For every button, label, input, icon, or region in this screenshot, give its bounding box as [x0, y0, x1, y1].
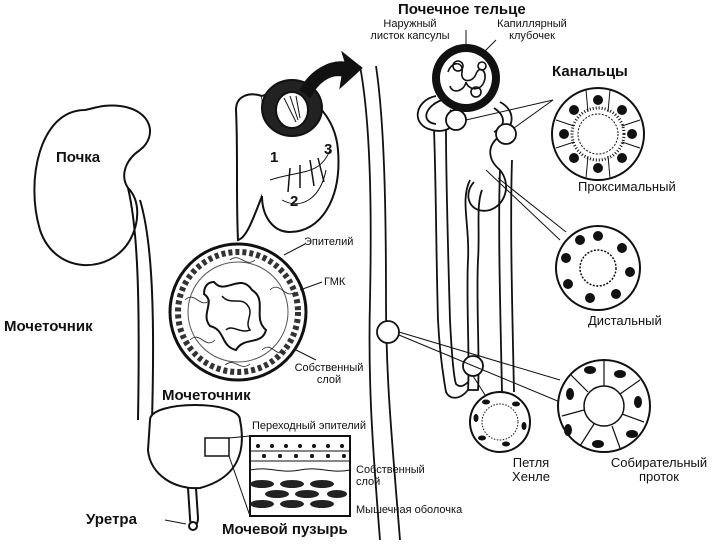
ureter-cross-section: [168, 242, 323, 382]
renal-vessel: [359, 65, 401, 541]
distal-tubule-section: [555, 225, 641, 311]
label-loop-henle: Петля Хенле: [512, 455, 550, 485]
label-zone-1: 1: [270, 149, 279, 166]
label-ureter-section: Мочеточник: [162, 387, 251, 404]
loop-henle-section: [469, 391, 531, 453]
label-capillary-glomerulus: Капиллярный клубочек: [497, 18, 567, 43]
collecting-duct-section: [557, 359, 651, 453]
bladder-outline: [146, 404, 243, 490]
label-bladder: Мочевой пузырь: [222, 521, 348, 538]
label-zone-2: 2: [290, 193, 299, 210]
zoom-lines: [398, 99, 567, 403]
label-distal: Дистальный: [588, 313, 662, 328]
label-epithelium: Эпителий: [304, 236, 354, 248]
label-lamina-propria-bladder: Собственный слой: [356, 464, 425, 489]
label-kidney: Почка: [56, 149, 101, 166]
label-ureter-left: Мочеточник: [4, 318, 93, 335]
label-muscular-layer: Мышечная оболочка: [356, 504, 463, 516]
label-outer-capsule-layer: Наружный листок капсулы: [370, 18, 450, 43]
nephron-tubules: [376, 95, 517, 399]
label-tubules: Канальцы: [552, 63, 628, 80]
label-smc: ГМК: [324, 276, 346, 288]
label-urethra: Уретра: [86, 511, 137, 528]
label-transitional-epithelium: Переходный эпителий: [252, 420, 366, 432]
kidney-section: [234, 79, 340, 242]
proximal-tubule-section: [551, 87, 645, 181]
label-lamina-propria-ureter: Собственный слой: [294, 362, 364, 387]
renal-corpuscle: [432, 30, 500, 112]
zoom-arrow: [299, 50, 363, 99]
label-proximal: Проксимальный: [578, 179, 676, 194]
bladder-wall-block: [228, 435, 351, 517]
ureter-tube: [127, 187, 155, 421]
urethra-tube: [164, 487, 200, 531]
label-collecting-duct: Собирательный проток: [610, 455, 708, 485]
label-renal-corpuscle: Почечное тельце: [398, 1, 526, 18]
label-zone-3: 3: [324, 141, 333, 158]
kidney-outline: [33, 104, 151, 266]
